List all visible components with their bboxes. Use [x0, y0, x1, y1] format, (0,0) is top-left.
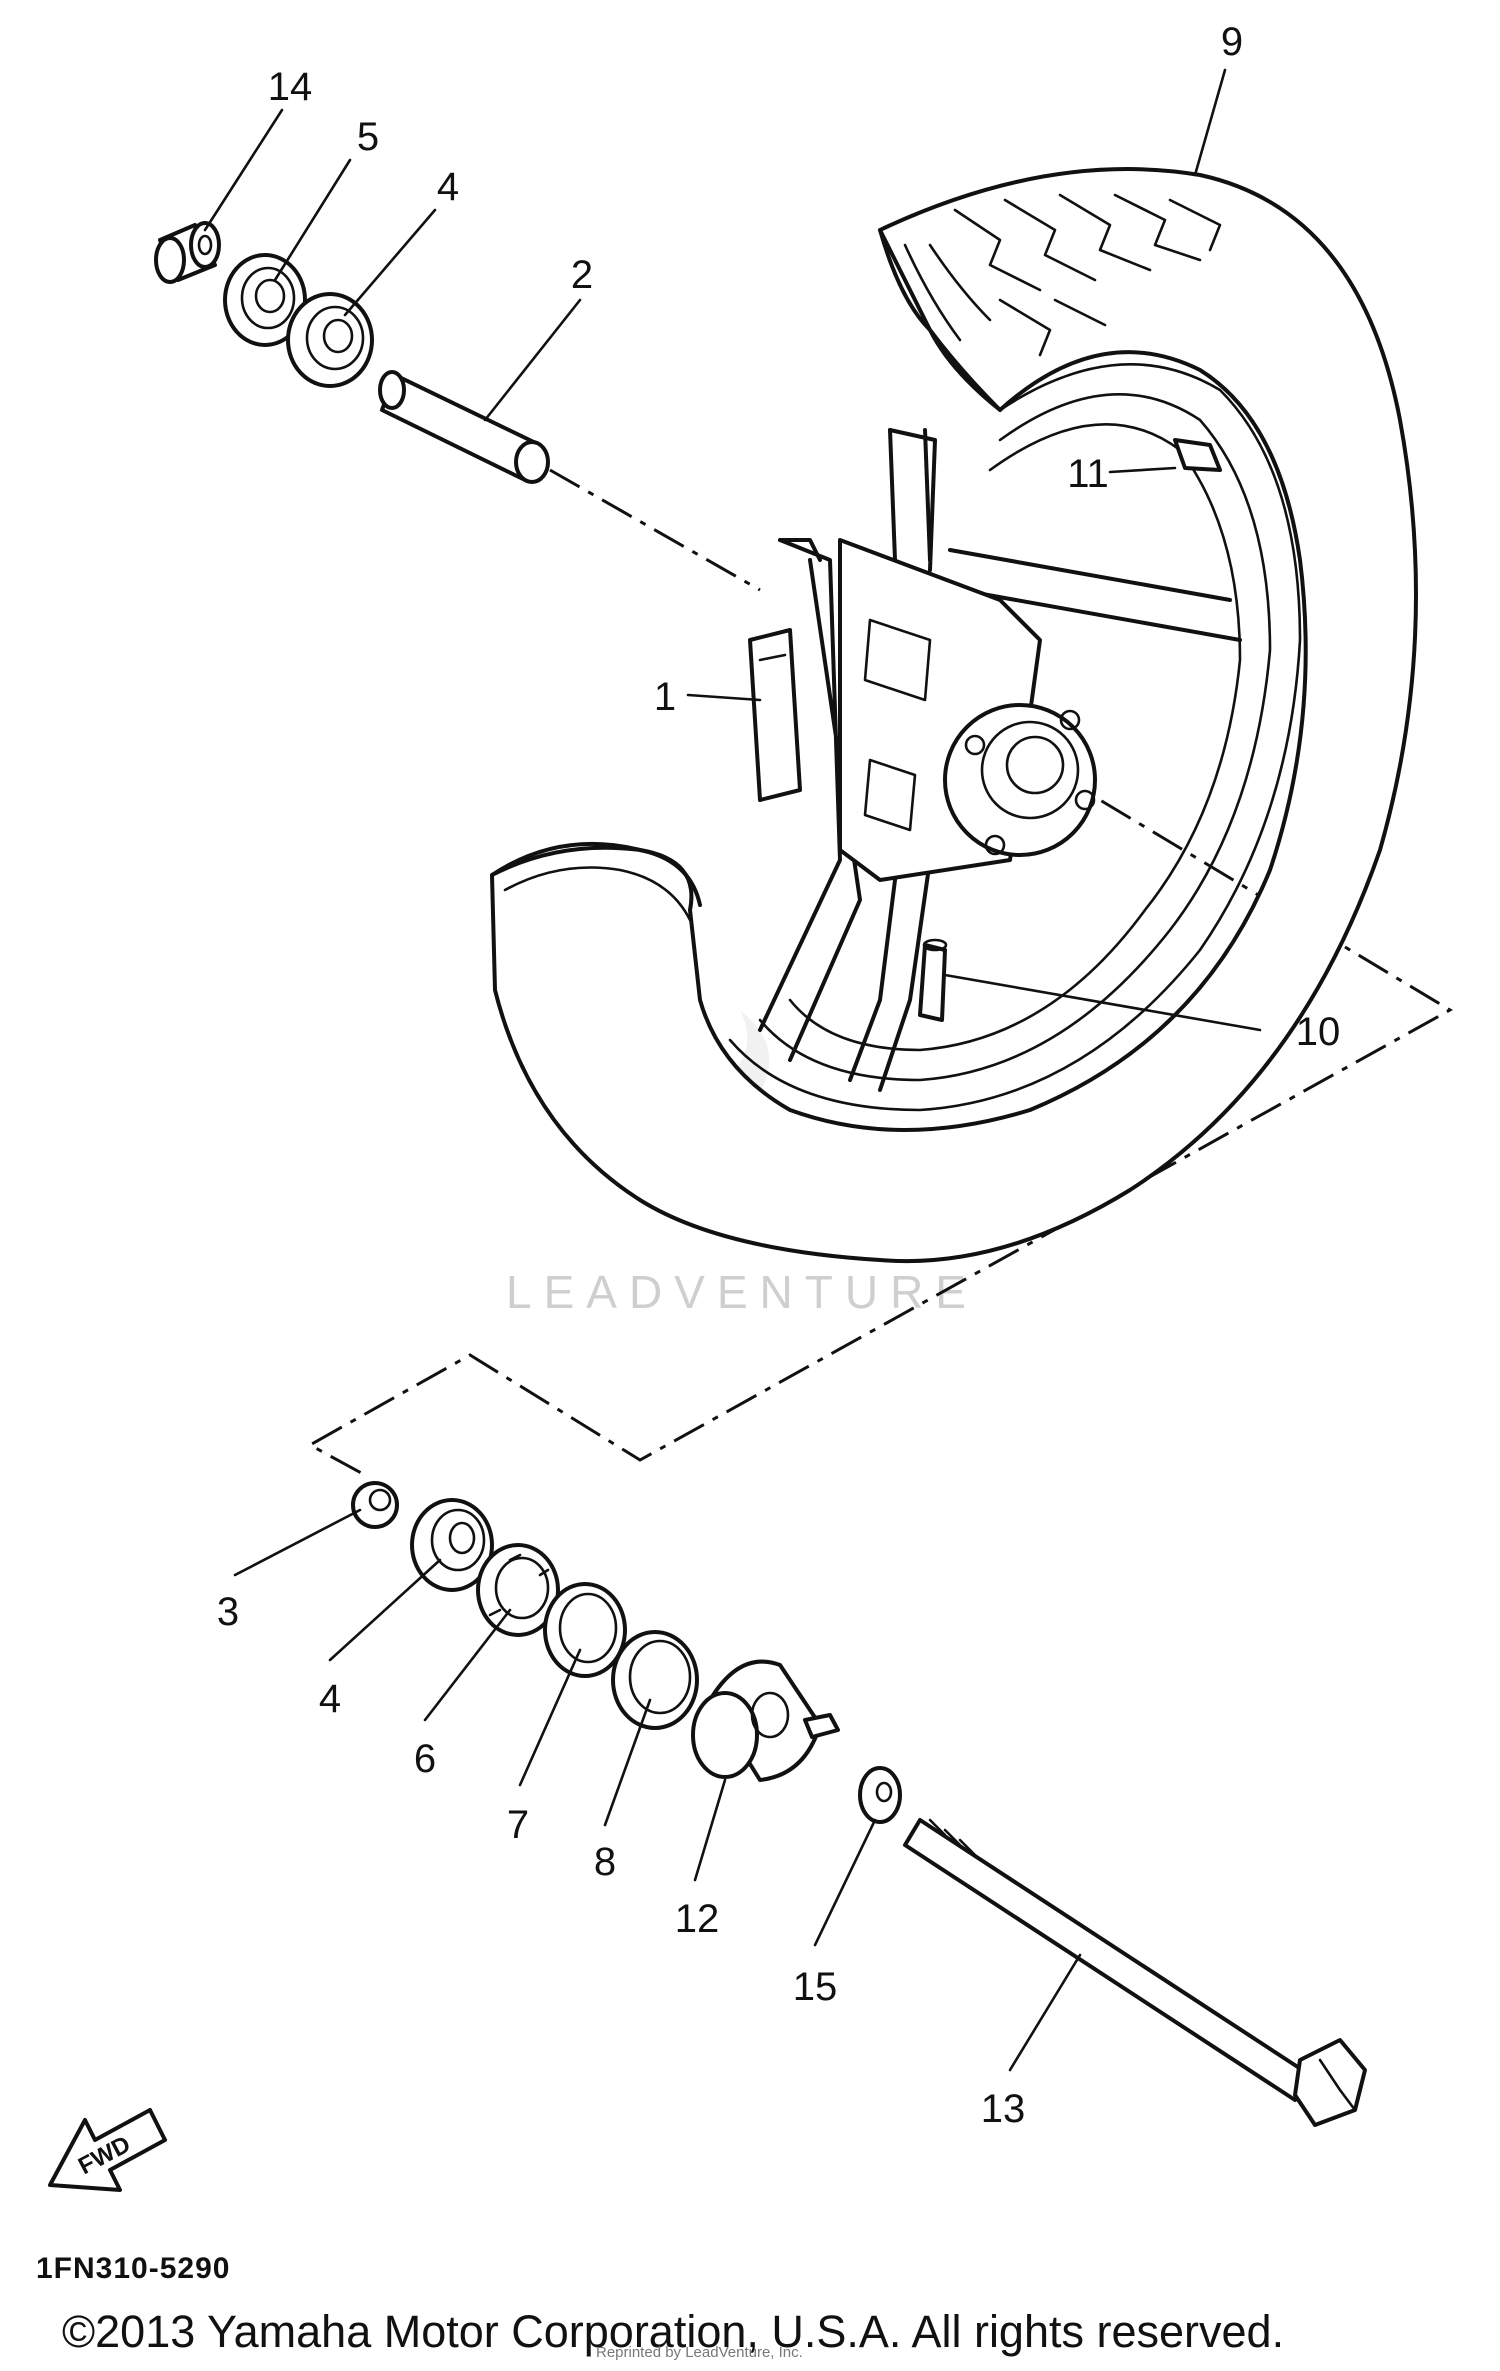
- callout-14: 14: [268, 65, 313, 109]
- part-15-washer: [858, 1766, 902, 1824]
- hub-side-plate: [748, 628, 802, 802]
- tire-tread: [953, 193, 1222, 357]
- callout-15: 15: [793, 1965, 838, 2009]
- assembly-guide-line-upper: [549, 468, 761, 592]
- reprint-note: Reprinted by LeadVenture, Inc.: [596, 2344, 803, 2361]
- wheel-spoke-upper: [888, 428, 932, 562]
- callout-4-upper: 4: [437, 165, 459, 209]
- part-8-oil-seal: [611, 1630, 699, 1730]
- callout-10: 10: [1296, 1010, 1341, 1054]
- copyright-notice: ©2013 Yamaha Motor Corporation, U.S.A. A…: [62, 2306, 1285, 2357]
- assembly-guide-line-axle: [306, 768, 1453, 1477]
- callout-9: 9: [1221, 20, 1243, 64]
- callout-5: 5: [357, 115, 379, 159]
- callout-3: 3: [217, 1590, 239, 1634]
- fwd-arrow-icon: FWD: [48, 2108, 167, 2192]
- watermark-text: LEADVENTURE: [506, 1266, 978, 1318]
- part-12-meter-gear-unit: [691, 1659, 840, 1782]
- balance-weight: [1173, 438, 1222, 472]
- tire-section-top: [878, 228, 1002, 412]
- rim-line-outer: [728, 362, 1302, 1112]
- callout-2: 2: [571, 253, 593, 297]
- part-5-oil-seal: [223, 253, 307, 347]
- callout-7: 7: [507, 1803, 529, 1847]
- part-13-axle: [903, 1818, 1367, 2127]
- callout-6: 6: [414, 1737, 436, 1781]
- callout-4-lower: 4: [319, 1677, 341, 1721]
- part-4-bearing-upper: [286, 292, 374, 388]
- part-2-spacer: [378, 370, 550, 484]
- wheel-spoke-left: [758, 538, 862, 1062]
- part-14-collar: [154, 221, 221, 284]
- rim-line-mid: [758, 392, 1272, 1082]
- tire-body: [490, 167, 1418, 1264]
- part-3-collar: [351, 1481, 399, 1529]
- part-7-washer: [543, 1582, 627, 1678]
- diagram-code: 1FN310-5290: [36, 2252, 231, 2285]
- callout-11: 11: [1067, 452, 1109, 496]
- wheel-spoke-right: [948, 548, 1242, 642]
- wheel-assembly: [490, 167, 1418, 1264]
- callout-12: 12: [675, 1897, 720, 1941]
- wheel-spoke-lower: [848, 838, 932, 1092]
- air-valve: [918, 943, 947, 1022]
- callout-1: 1: [654, 675, 676, 719]
- part-6-clutch: [476, 1543, 560, 1637]
- tire-section-bottom: [490, 841, 702, 907]
- callout-8: 8: [594, 1840, 616, 1884]
- rim-line-inner: [788, 423, 1242, 1052]
- leader-lines: [203, 68, 1262, 2072]
- callout-13: 13: [981, 2087, 1026, 2131]
